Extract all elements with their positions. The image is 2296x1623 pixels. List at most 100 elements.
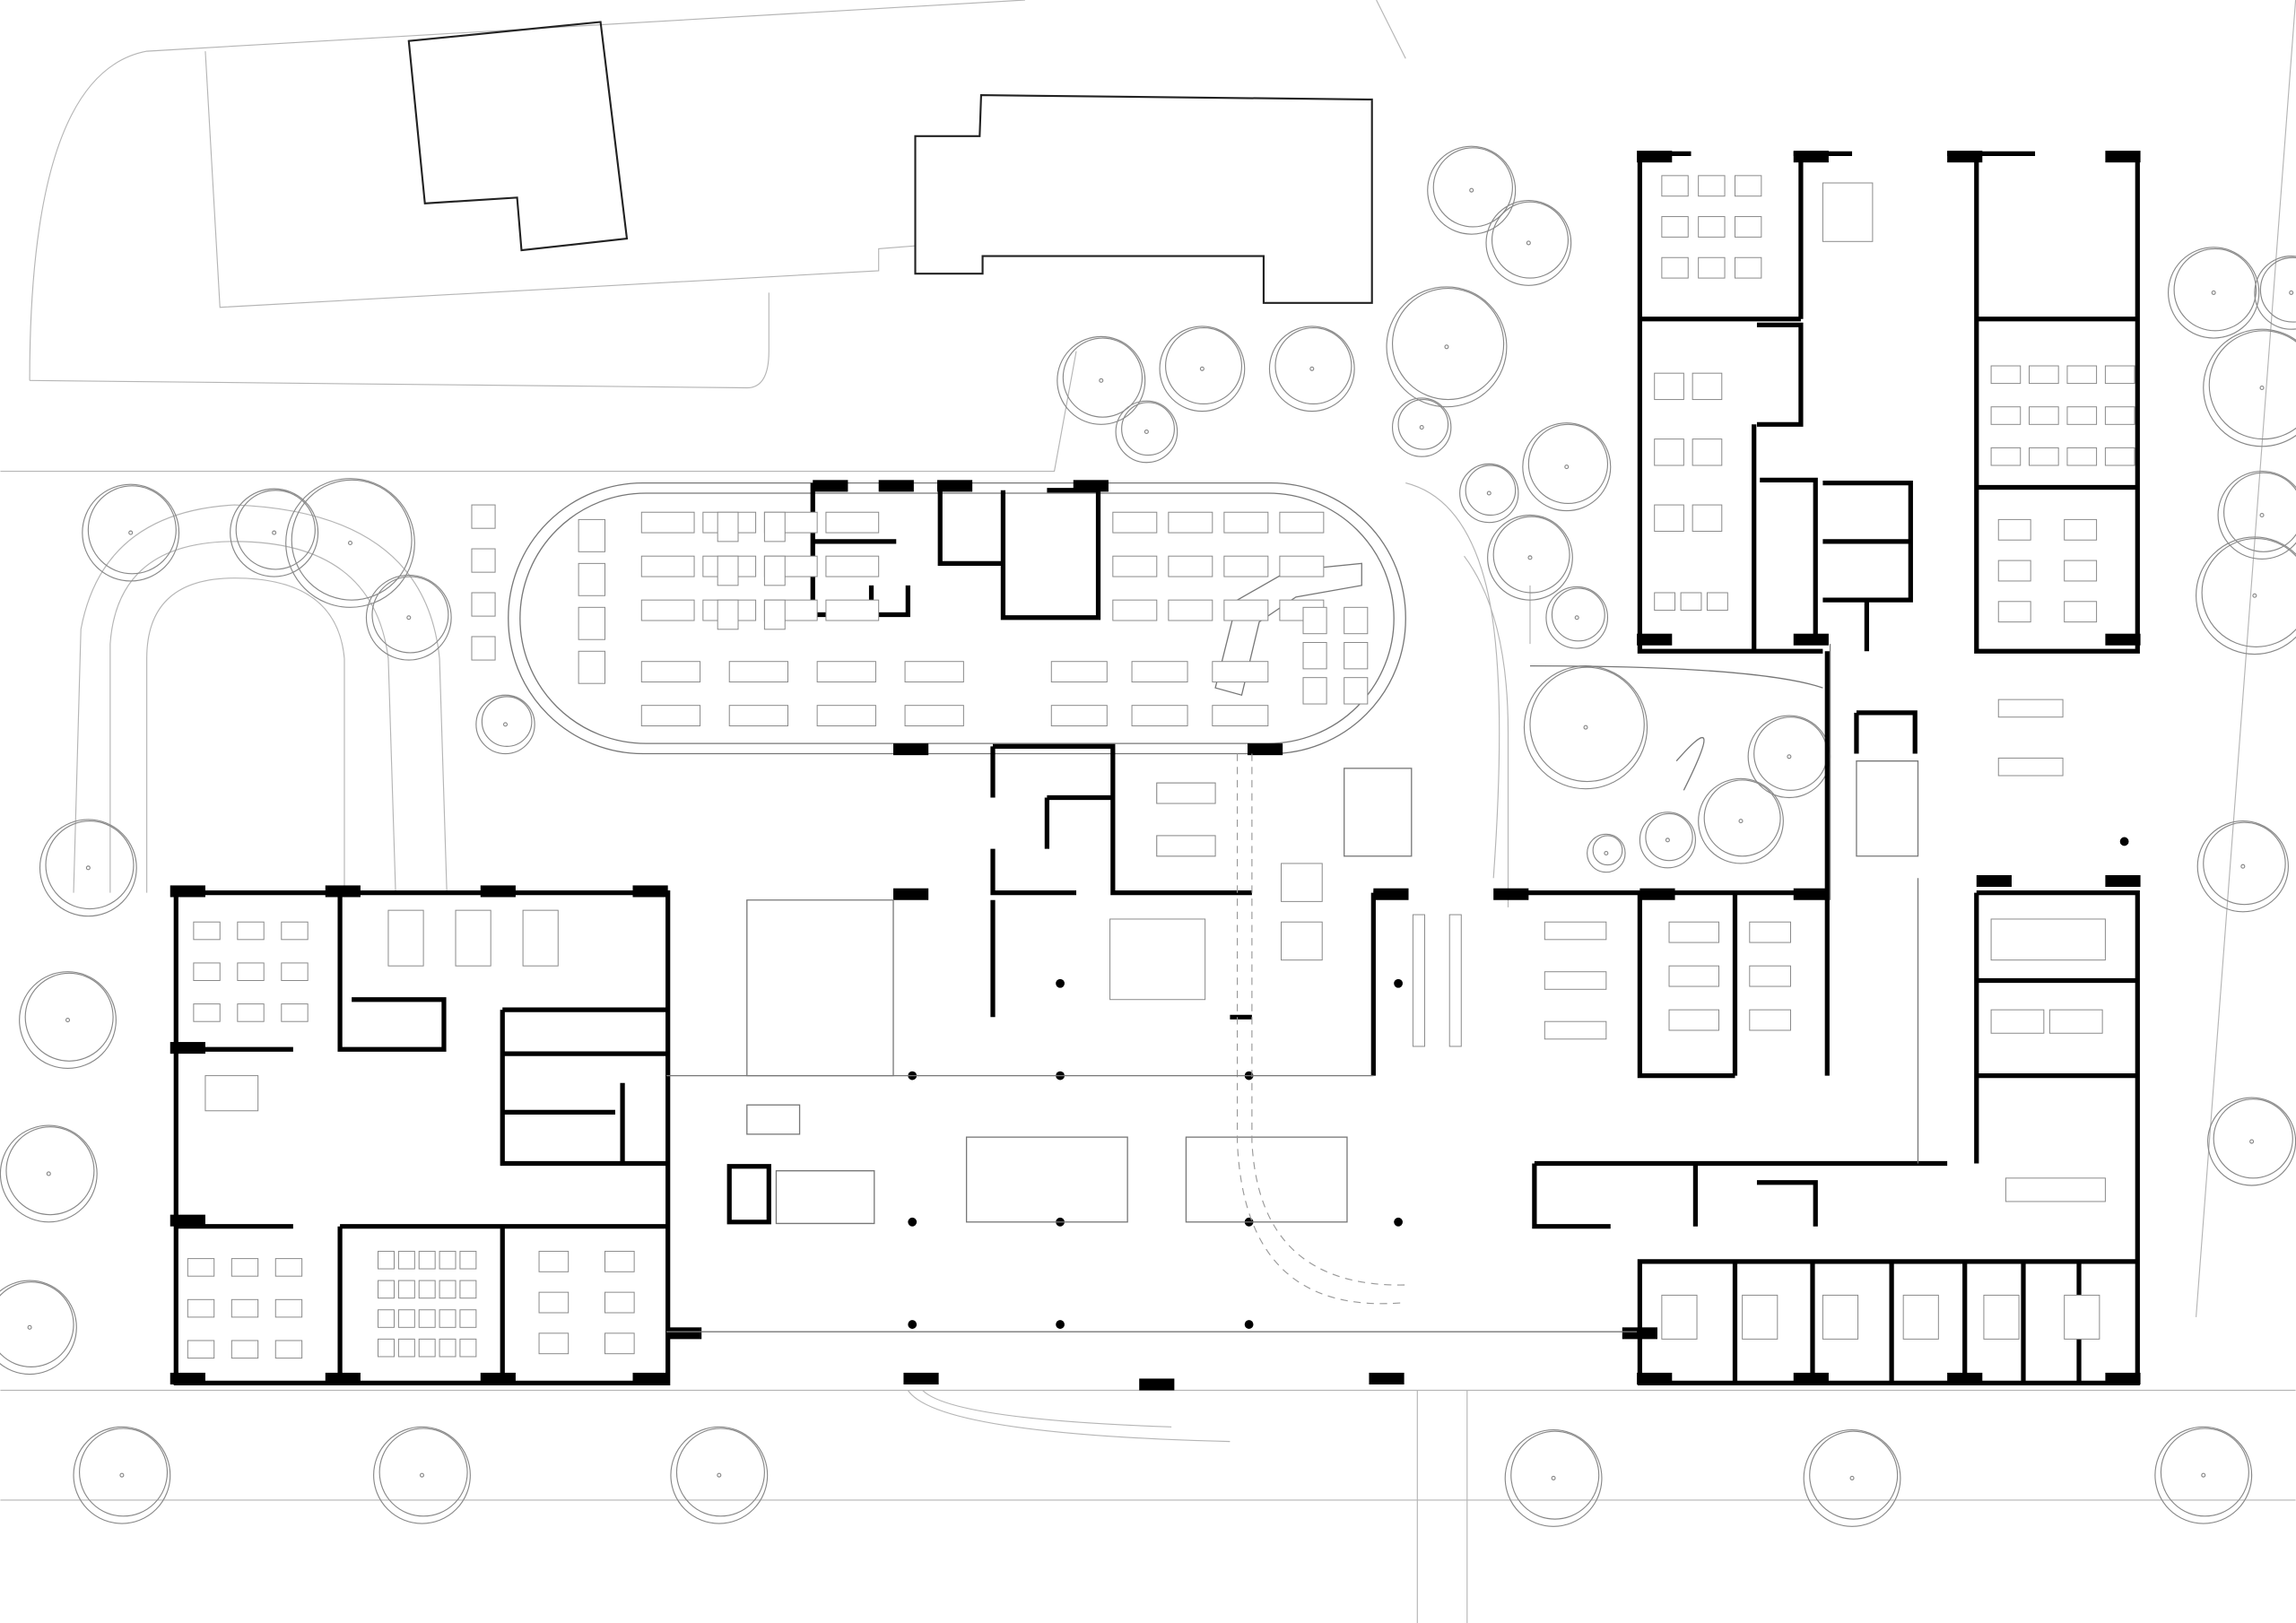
- table: [471, 548, 496, 573]
- trees: [0, 145, 2296, 1527]
- tree-canopy-inner: [1703, 779, 1781, 857]
- table: [717, 555, 739, 586]
- wall-pier: [2105, 1372, 2141, 1384]
- table: [1344, 642, 1369, 670]
- table: [378, 1280, 395, 1299]
- table: [1654, 592, 1676, 612]
- table: [281, 962, 309, 981]
- tree-canopy-inner: [1274, 327, 1352, 405]
- table: [1680, 592, 1702, 612]
- table: [717, 599, 739, 630]
- table: [1698, 216, 1726, 238]
- table: [397, 1280, 415, 1299]
- table: [1997, 518, 2031, 541]
- table: [1692, 438, 1723, 466]
- table: [1661, 216, 1689, 238]
- tree-canopy: [475, 694, 535, 755]
- table: [459, 1250, 477, 1270]
- table: [439, 1280, 457, 1299]
- table: [1997, 757, 2064, 777]
- table: [2104, 406, 2135, 425]
- tree-canopy: [2168, 247, 2260, 339]
- tree-trunk: [2259, 512, 2265, 518]
- table: [471, 636, 496, 661]
- table: [728, 661, 788, 683]
- column: [1394, 1217, 1403, 1227]
- tree-canopy: [1747, 715, 1831, 799]
- table: [816, 705, 876, 727]
- table: [418, 1309, 436, 1328]
- wall-pier: [1369, 1372, 1405, 1384]
- wall-pier: [1073, 480, 1109, 492]
- wall-pier: [1373, 888, 1409, 900]
- wall-pier: [1139, 1378, 1175, 1391]
- tree-canopy: [1268, 325, 1355, 412]
- tree-canopy-inner: [1397, 398, 1449, 450]
- table: [538, 1250, 570, 1272]
- wall-pier: [1637, 633, 1673, 646]
- table: [1544, 1020, 1607, 1040]
- table: [1654, 438, 1684, 466]
- table: [1131, 705, 1188, 727]
- tree-trunk: [85, 865, 91, 871]
- wall-pier: [1639, 888, 1675, 900]
- wall-pier: [1622, 1327, 1657, 1340]
- tree-canopy-inner: [1432, 147, 1513, 228]
- tree-canopy: [39, 819, 137, 917]
- tree-trunk: [1419, 425, 1424, 430]
- table: [1734, 216, 1762, 238]
- tree-canopy: [73, 1426, 171, 1524]
- furniture: [187, 175, 2135, 1359]
- table: [397, 1309, 415, 1328]
- tree-canopy: [1698, 777, 1784, 864]
- tree-canopy: [0, 1280, 77, 1376]
- table: [2029, 406, 2059, 425]
- table: [1997, 699, 2064, 718]
- tree-canopy: [1522, 422, 1612, 512]
- table: [1223, 599, 1269, 621]
- table: [1990, 365, 2022, 385]
- wall-pier: [2105, 151, 2141, 163]
- tree-trunk: [717, 1472, 722, 1478]
- table: [604, 1291, 635, 1314]
- table: [418, 1338, 436, 1358]
- table: [1749, 921, 1791, 943]
- tree-canopy-inner: [2213, 1098, 2293, 1179]
- tree-canopy-inner: [1391, 287, 1505, 401]
- wall-pier: [170, 1372, 205, 1384]
- table: [578, 562, 605, 596]
- tree-canopy: [1523, 665, 1648, 790]
- table: [193, 921, 221, 941]
- table: [763, 599, 786, 630]
- table: [274, 1258, 303, 1277]
- wall-pier: [813, 480, 848, 492]
- wall-pier: [632, 885, 668, 898]
- tree-canopy-inner: [45, 820, 135, 910]
- tree-trunk: [1469, 187, 1474, 193]
- building-walls: [173, 151, 2140, 1385]
- table: [640, 705, 701, 727]
- table: [1281, 921, 1323, 961]
- tree-trunk: [347, 540, 353, 546]
- tree-trunk: [1309, 366, 1315, 371]
- tree-trunk: [419, 1472, 425, 1478]
- table: [459, 1309, 477, 1328]
- tree-trunk: [1583, 725, 1588, 730]
- table: [816, 661, 876, 683]
- table: [1112, 599, 1158, 621]
- tree-canopy: [2154, 1426, 2253, 1524]
- table: [578, 518, 605, 552]
- tree-canopy-inner: [481, 696, 533, 747]
- table: [1344, 606, 1369, 635]
- tree-trunk: [1787, 754, 1792, 759]
- tree-canopy: [1587, 833, 1626, 873]
- table: [2104, 365, 2135, 385]
- tree-trunk: [27, 1324, 32, 1330]
- table: [397, 1338, 415, 1358]
- table: [1983, 1294, 2020, 1340]
- table: [1692, 504, 1723, 532]
- table: [578, 650, 605, 684]
- tree-canopy: [2254, 256, 2296, 330]
- table: [1168, 511, 1213, 534]
- table: [187, 1340, 215, 1359]
